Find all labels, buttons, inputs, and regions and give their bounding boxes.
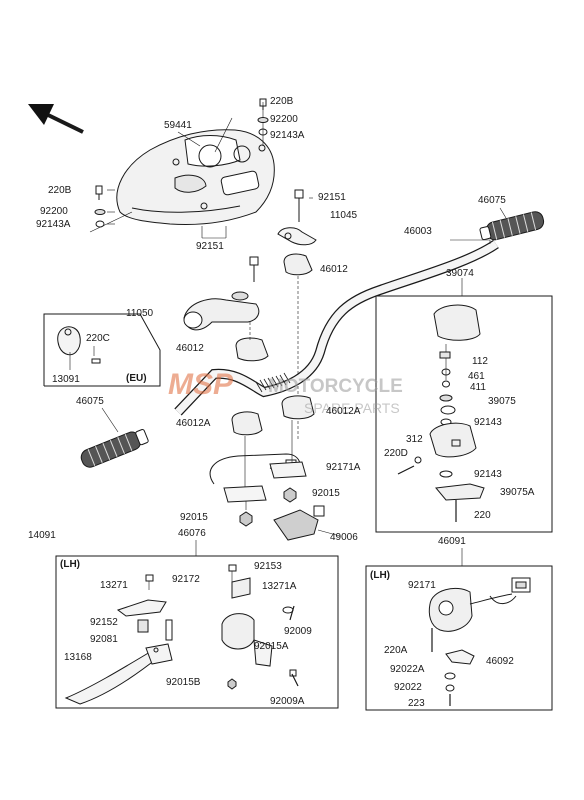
- part-label-220B-top: 220B: [270, 96, 294, 107]
- watermark-subtext: SPARE PARTS: [304, 400, 400, 416]
- part-label-46075-right: 46075: [478, 195, 506, 206]
- cover-fasteners-top: [257, 98, 269, 136]
- eu-label: (EU): [126, 373, 147, 384]
- lh-label-right: (LH): [370, 570, 390, 581]
- part-label-46012-left: 46012: [176, 343, 204, 354]
- part-label-39074: 39074: [446, 268, 474, 279]
- eu-option-box: [43, 313, 161, 387]
- part-label-46012A-left: 46012A: [176, 418, 211, 429]
- part-label-312: 312: [406, 434, 423, 445]
- switch-49006: [273, 505, 341, 541]
- part-label-411: 411: [470, 382, 486, 393]
- part-label-92153: 92153: [254, 561, 282, 572]
- part-label-14091: 14091: [28, 530, 56, 541]
- lh-label-left: (LH): [60, 559, 80, 570]
- part-label-59441: 59441: [164, 120, 192, 131]
- part-label-39075: 39075: [488, 396, 516, 407]
- part-label-92009: 92009: [284, 626, 312, 637]
- part-label-220D: 220D: [384, 448, 408, 459]
- part-label-220C: 220C: [86, 333, 110, 344]
- lower-holders: [231, 395, 315, 510]
- part-label-220A: 220A: [384, 645, 408, 656]
- part-label-92171A: 92171A: [326, 462, 361, 473]
- part-label-92152: 92152: [90, 617, 118, 628]
- part-label-92015B: 92015B: [166, 677, 201, 688]
- left-lever-box: [55, 540, 339, 709]
- watermark-brand: MOTORCYCLE: [268, 376, 403, 397]
- part-label-220: 220: [474, 510, 491, 521]
- cover-fasteners-left: [94, 185, 106, 228]
- left-switch-box: [365, 548, 553, 711]
- part-label-92171: 92171: [408, 580, 436, 591]
- part-label-92015-left: 92015: [180, 512, 208, 523]
- part-label-92015A: 92015A: [254, 641, 289, 652]
- right-grip: [479, 207, 545, 241]
- part-label-46012-right: 46012: [320, 264, 348, 275]
- part-label-461: 461: [468, 371, 485, 382]
- part-label-39075A: 39075A: [500, 487, 535, 498]
- part-label-13271: 13271: [100, 580, 128, 591]
- part-label-46091: 46091: [438, 536, 466, 547]
- part-label-92143A-top: 92143A: [270, 130, 305, 141]
- part-label-92022A: 92022A: [390, 664, 425, 675]
- part-label-92200-left: 92200: [40, 206, 68, 217]
- part-label-46012A-right: 46012A: [326, 406, 361, 417]
- part-label-92200-top: 92200: [270, 114, 298, 125]
- left-holder-assembly: [183, 256, 269, 362]
- part-label-92143-b: 92143: [474, 469, 502, 480]
- part-label-92143A-left: 92143A: [36, 219, 71, 230]
- part-label-46075-left: 46075: [76, 396, 104, 407]
- part-label-223: 223: [408, 698, 425, 709]
- part-label-92015-right: 92015: [312, 488, 340, 499]
- part-label-49006: 49006: [330, 532, 358, 543]
- part-label-13271A: 13271A: [262, 581, 297, 592]
- nut-92015: [239, 487, 297, 527]
- cable-bracket: [209, 453, 307, 503]
- watermark-logo: MSP: [168, 368, 234, 401]
- part-label-13168: 13168: [64, 652, 92, 663]
- part-label-92009A: 92009A: [270, 696, 305, 707]
- part-label-46092: 46092: [486, 656, 514, 667]
- right-switch-box: [375, 278, 553, 533]
- part-label-92151-top: 92151: [318, 192, 346, 203]
- part-label-92172: 92172: [172, 574, 200, 585]
- part-label-92151-mid: 92151: [196, 241, 224, 252]
- part-label-92022: 92022: [394, 682, 422, 693]
- part-label-13091: 13091: [52, 374, 80, 385]
- part-label-92081: 92081: [90, 634, 118, 645]
- part-label-92143-a: 92143: [474, 417, 502, 428]
- upper-holder-assembly: [277, 189, 317, 440]
- left-grip: [80, 407, 149, 468]
- meter-cover-part: [116, 129, 275, 225]
- part-label-46076: 46076: [178, 528, 206, 539]
- part-label-112: 112: [472, 356, 488, 367]
- part-label-46003: 46003: [404, 226, 432, 237]
- part-label-220B-left: 220B: [48, 185, 72, 196]
- part-label-11045: 11045: [330, 210, 358, 221]
- part-label-11050: 11050: [126, 308, 154, 319]
- front-direction-arrow-icon: [28, 104, 84, 134]
